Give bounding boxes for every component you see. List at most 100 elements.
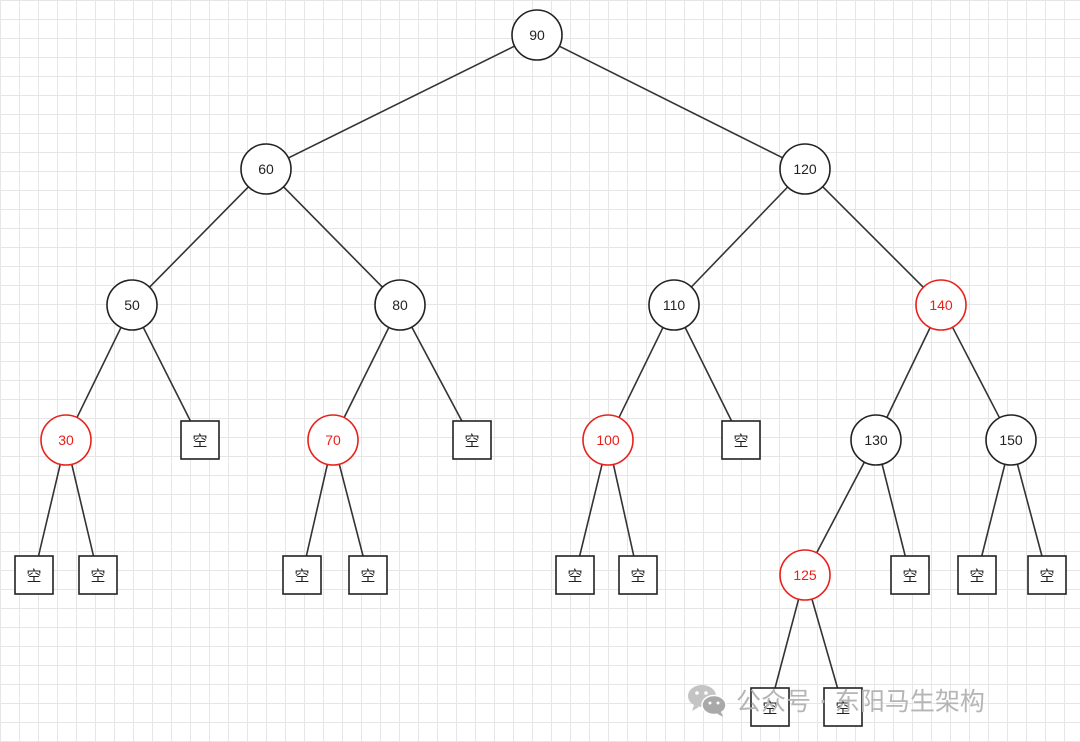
tree-edge [148,186,250,288]
nil-leaf: 空 [750,687,790,727]
node-circle [582,414,634,466]
tree-node-60: 60 [240,143,292,195]
nil-label: 空 [902,567,917,585]
tree-edge [612,464,635,557]
tree-node-140: 140 [915,279,967,331]
node-circle [779,143,831,195]
nil-box [957,555,997,595]
node-label: 90 [529,27,545,43]
tree-edges [37,45,1043,689]
tree-edge [811,598,839,689]
nil-label: 空 [762,699,777,717]
node-circle [307,414,359,466]
tree-node-125: 125 [779,549,831,601]
tree-node-70: 70 [307,414,359,466]
nil-label: 空 [464,432,479,450]
nil-box [14,555,54,595]
watermark-text: 公众号 · 东阳马生架构 [736,687,985,716]
nil-leaf: 空 [1027,555,1067,595]
nil-box [282,555,322,595]
node-circle [106,279,158,331]
tree-edge [338,463,364,557]
tree-edge [37,464,62,557]
nil-label: 空 [835,699,850,717]
nil-leaf: 空 [452,420,492,460]
tree-edge [411,326,463,422]
tree-node-30: 30 [40,414,92,466]
nil-label: 空 [630,567,645,585]
nil-box [348,555,388,595]
tree-node-130: 130 [850,414,902,466]
nil-label: 空 [567,567,582,585]
tree-node-150: 150 [985,414,1037,466]
tree-edge [142,326,192,422]
tree-edge [774,598,800,689]
node-label: 120 [793,161,817,177]
nil-leaf: 空 [957,555,997,595]
tree-edge [282,186,384,288]
tree-node-50: 50 [106,279,158,331]
node-label: 130 [864,432,888,448]
node-label: 140 [929,297,953,313]
nil-box [618,555,658,595]
tree-edge [684,327,733,422]
tree-edge [690,186,789,288]
wechat-icon [688,685,727,717]
node-label: 125 [793,567,817,583]
tree-node-110: 110 [648,279,700,331]
watermark: 公众号 · 东阳马生架构 [686,680,985,720]
nil-leaf: 空 [14,555,54,595]
node-label: 70 [325,432,341,448]
node-label: 80 [392,297,408,313]
nil-leaf: 空 [78,555,118,595]
tree-edge [951,326,1001,419]
nil-label: 空 [294,567,309,585]
tree-edge [70,464,95,557]
nil-box [452,420,492,460]
nil-box [1027,555,1067,595]
nil-label: 空 [1039,567,1054,585]
node-circle [779,549,831,601]
node-label: 150 [999,432,1023,448]
tree-edge [815,461,866,554]
nil-box [78,555,118,595]
nil-box [823,687,863,727]
tree-edge [886,327,931,418]
node-label: 50 [124,297,140,313]
node-circle [240,143,292,195]
node-circle [511,9,563,61]
nil-leaf: 空 [348,555,388,595]
node-circle [374,279,426,331]
node-circle [985,414,1037,466]
tree-node-80: 80 [374,279,426,331]
tree-edge [559,45,783,159]
nil-leaf: 空 [823,687,863,727]
node-circle [915,279,967,331]
node-circle [40,414,92,466]
nil-label: 空 [360,567,375,585]
nil-leaf: 空 [555,555,595,595]
tree-edge [981,464,1006,557]
node-label: 100 [596,432,620,448]
tree-node-90: 90 [511,9,563,61]
node-label: 60 [258,161,274,177]
nil-leaf: 空 [618,555,658,595]
tree-edge [822,186,924,288]
nil-leaf: 空 [721,420,761,460]
nil-leaf: 空 [890,555,930,595]
node-label: 110 [663,297,686,313]
nil-box [721,420,761,460]
nil-label: 空 [733,432,748,450]
node-circle [648,279,700,331]
tree-edge [618,327,664,418]
nil-box [180,420,220,460]
nil-leaf: 空 [282,555,322,595]
tree-edge [343,327,390,418]
nil-box [750,687,790,727]
tree-node-120: 120 [779,143,831,195]
node-circle [850,414,902,466]
nil-label: 空 [192,432,207,450]
node-label: 30 [58,432,74,448]
